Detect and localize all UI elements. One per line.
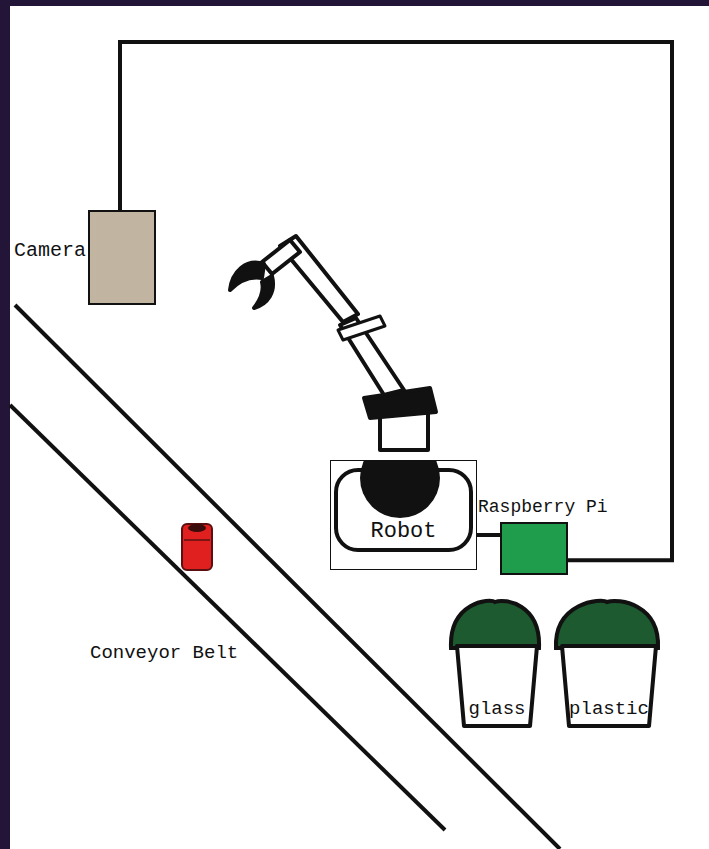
robot-arm — [230, 236, 436, 450]
conveyor-edge — [15, 305, 560, 849]
robot-base: Robot — [330, 460, 477, 570]
pi-shape — [500, 522, 568, 575]
shape-holder — [330, 460, 477, 570]
camera-box: Camera — [88, 210, 156, 305]
plastic-bin: plastic — [550, 598, 664, 728]
node-label: Camera — [14, 240, 86, 262]
camera-shape — [88, 210, 156, 305]
robot-shape — [330, 460, 477, 570]
wire — [477, 533, 500, 537]
shape-holder — [500, 522, 568, 575]
node-label: glass — [468, 699, 525, 720]
frame-band — [0, 0, 709, 6]
conveyor-edge — [10, 405, 445, 830]
shape-holder — [88, 210, 156, 305]
node-label: Raspberry Pi — [478, 498, 608, 518]
node-label: Robot — [370, 520, 436, 544]
glass-bin: glass — [445, 598, 545, 728]
frame-band — [0, 0, 10, 849]
red-can — [182, 524, 212, 570]
node-label: plastic — [569, 699, 649, 720]
wire — [120, 42, 672, 560]
part-label: Conveyor Belt — [90, 643, 238, 664]
raspberry-pi-board: Raspberry Pi — [500, 522, 568, 575]
